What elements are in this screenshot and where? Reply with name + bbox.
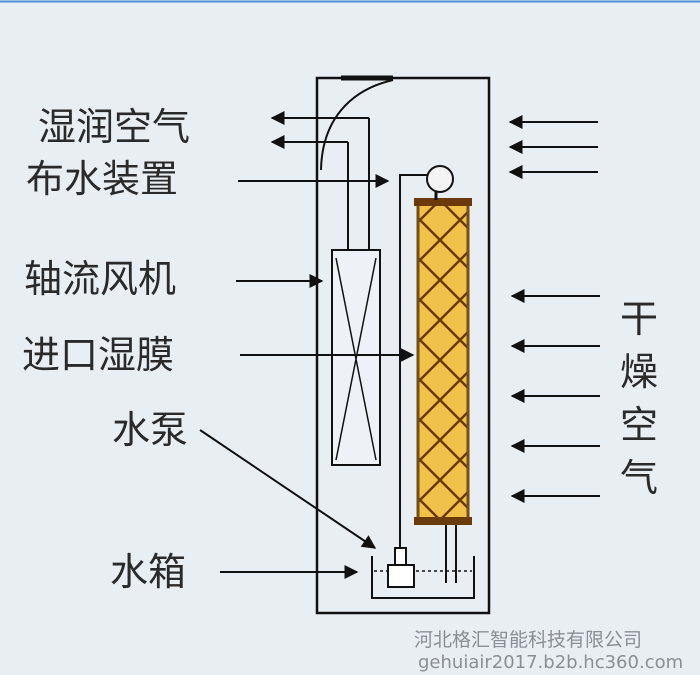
watermark-url: gehuiair2017.b2b.hc360.com bbox=[418, 652, 683, 673]
axial-fan-cross bbox=[335, 257, 377, 461]
watermark-company: 河北格汇智能科技有限公司 bbox=[414, 629, 642, 651]
exhaust-duct-curve bbox=[320, 79, 394, 171]
label-water-tank: 水箱 bbox=[110, 550, 186, 594]
cooler-cabinet bbox=[315, 76, 491, 615]
water-distributor-head bbox=[426, 165, 454, 193]
dry-air-char-1: 干 bbox=[620, 297, 658, 341]
water-pump bbox=[387, 564, 415, 588]
label-axial-fan: 轴流风机 bbox=[24, 257, 176, 301]
dry-air-char-4: 气 bbox=[620, 456, 658, 500]
wet-pad-bottom-cap bbox=[414, 517, 472, 525]
label-water-pump: 水泵 bbox=[112, 408, 188, 452]
label-water-distributor: 布水装置 bbox=[26, 157, 178, 201]
water-pump-outlet bbox=[394, 547, 407, 566]
water-tank bbox=[371, 556, 475, 599]
label-humid-air: 湿润空气 bbox=[38, 105, 190, 149]
wet-film-pad bbox=[416, 198, 470, 524]
water-supply-pipe bbox=[399, 174, 427, 552]
dry-air-char-2: 燥 bbox=[620, 350, 658, 394]
leader-water-pump bbox=[199, 429, 377, 549]
dry-air-char-3: 空 bbox=[620, 403, 658, 447]
wet-pad-top-cap bbox=[414, 198, 472, 206]
label-inlet-wet-film: 进口湿膜 bbox=[22, 333, 174, 377]
